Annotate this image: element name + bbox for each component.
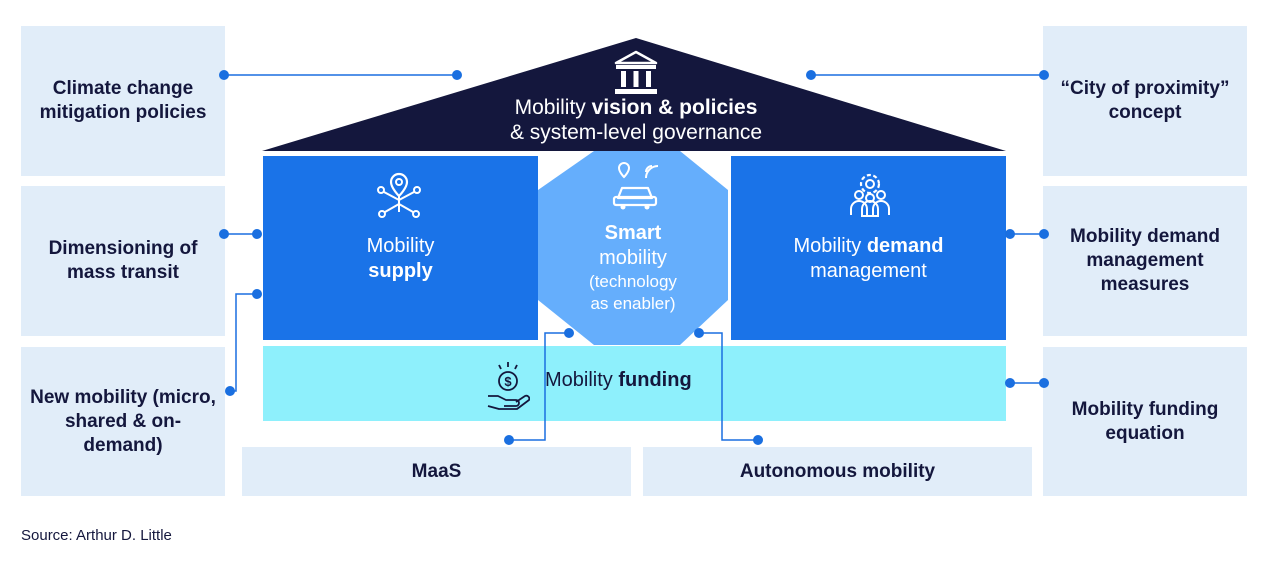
- left-box-mass-transit: Dimensioning of mass transit: [21, 186, 225, 336]
- connector-new-mobility: [230, 293, 257, 392]
- bottom-box-autonomous-label: Autonomous mobility: [739, 460, 936, 482]
- roof-triangle: [262, 38, 1006, 151]
- connector-dot: [1005, 229, 1015, 239]
- left-box-climate-label: Climate change mitigation policies: [39, 78, 207, 123]
- connected-car-icon: [612, 161, 659, 210]
- roof-subtitle: & system-level governance: [0, 120, 1272, 146]
- demand-pillar: [731, 156, 1006, 340]
- connector-dot: [806, 70, 816, 80]
- bottom-box-maas-label: MaaS: [411, 460, 462, 482]
- connector-dot: [694, 328, 704, 338]
- roof-title-bold: vision & policies: [591, 96, 758, 119]
- demand-label-line2: management: [810, 260, 927, 282]
- funding-label-bold: funding: [618, 369, 692, 391]
- demand-label: Mobility demand management: [731, 234, 1006, 284]
- smart-mobility-label: Smart mobility (technology as enabler): [538, 221, 728, 315]
- connector-dot: [564, 328, 574, 338]
- demand-label-bold: demand: [866, 235, 944, 257]
- connector-dot: [1039, 70, 1049, 80]
- hand-coin-icon: $: [487, 362, 530, 410]
- connector-maas: [509, 332, 569, 441]
- smart-mobility-shape: [538, 151, 728, 345]
- connector-dot: [753, 435, 763, 445]
- funding-label: Mobility funding: [545, 369, 692, 392]
- left-box-new-mobility-label: New mobility (micro, shared & on-demand): [30, 386, 216, 456]
- right-box-proximity-label: “City of proximity” concept: [1060, 78, 1230, 123]
- right-box-proximity: “City of proximity” concept: [1043, 26, 1247, 176]
- connector-dot: [1005, 378, 1015, 388]
- left-box-new-mobility: New mobility (micro, shared & on-demand): [21, 347, 225, 496]
- roof-title-pre: Mobility: [514, 96, 592, 119]
- connector-dot: [219, 229, 229, 239]
- supply-label-pre: Mobility: [366, 235, 435, 257]
- funding-base: [263, 346, 1006, 421]
- roof-title: Mobility vision & policies: [0, 95, 1272, 121]
- connector-dot: [252, 229, 262, 239]
- roof-subtitle-text: & system-level governance: [509, 121, 763, 144]
- left-box-climate: Climate change mitigation policies: [21, 26, 225, 176]
- supply-label: Mobility supply: [263, 234, 538, 284]
- smart-mobility-line4: as enabler): [590, 294, 676, 313]
- connector-dot: [225, 386, 235, 396]
- funding-label-pre: Mobility: [545, 369, 619, 391]
- connector-autonomous: [699, 332, 758, 441]
- smart-mobility-line2: mobility: [599, 247, 667, 269]
- people-gear-icon: [850, 173, 890, 217]
- supply-pillar: [263, 156, 538, 340]
- demand-label-line1: Mobility demand: [793, 234, 943, 259]
- bottom-box-autonomous: Autonomous mobility: [643, 447, 1032, 496]
- connector-dot: [1039, 229, 1049, 239]
- right-box-demand-measures-label: Mobility demand management measures: [1070, 226, 1220, 295]
- network-pin-icon: [377, 172, 421, 218]
- left-box-mass-transit-label: Dimensioning of mass transit: [48, 238, 198, 283]
- connector-dot: [219, 70, 229, 80]
- right-box-demand-measures: Mobility demand management measures: [1043, 186, 1247, 336]
- connector-dot: [252, 289, 262, 299]
- right-box-funding-equation-label: Mobility funding equation: [1071, 398, 1219, 444]
- demand-label-pre: Mobility: [793, 235, 867, 257]
- connector-dot: [452, 70, 462, 80]
- connector-dot: [504, 435, 514, 445]
- connector-dot: [1039, 378, 1049, 388]
- supply-label-bold: supply: [368, 260, 433, 282]
- right-box-funding-equation: Mobility funding equation: [1043, 347, 1247, 496]
- smart-mobility-line3: (technology: [589, 272, 677, 291]
- smart-mobility-bold: Smart: [604, 222, 662, 244]
- source-note: Source: Arthur D. Little: [21, 527, 172, 544]
- bottom-box-maas: MaaS: [242, 447, 631, 496]
- government-building-icon: [614, 50, 658, 94]
- svg-text:$: $: [504, 374, 512, 389]
